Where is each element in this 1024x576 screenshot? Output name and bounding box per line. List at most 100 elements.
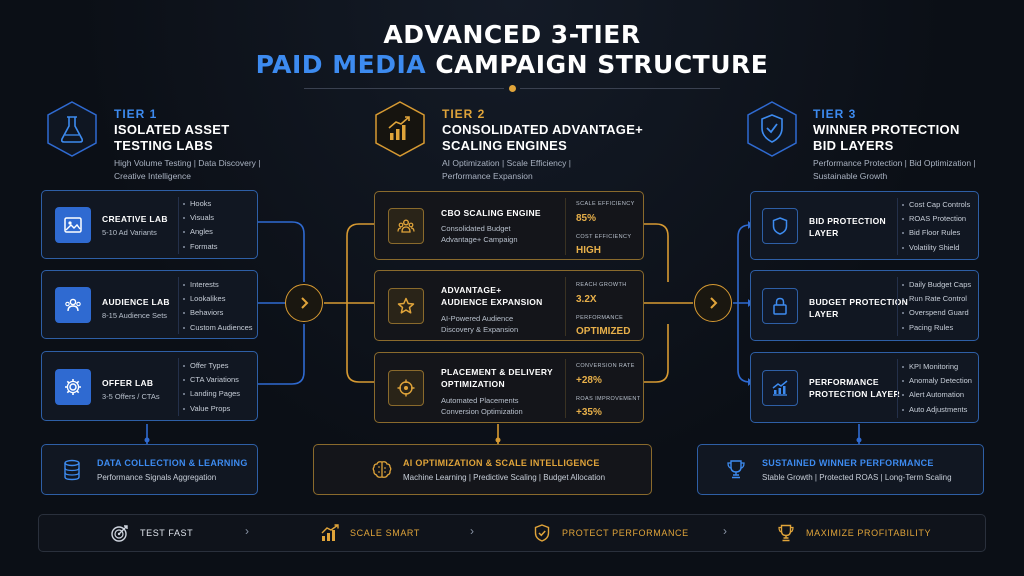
- metric-label: PERFORMANCE: [576, 315, 624, 321]
- audience-lab-card[interactable]: AUDIENCE LAB 8-15 Audience Sets Interest…: [41, 270, 258, 339]
- card-sub: Automated Placements: [441, 396, 519, 405]
- list-item: Daily Budget Caps: [902, 278, 971, 292]
- list-item: Angles: [183, 225, 218, 239]
- card-title: PERFORMANCE: [809, 377, 879, 387]
- list-item: CTA Variations: [183, 373, 240, 387]
- card-separator: [178, 277, 179, 334]
- trophy-icon: [778, 524, 794, 542]
- bid-protection-card[interactable]: BID PROTECTION LAYER Cost Cap Controls R…: [750, 191, 979, 260]
- hub-arrow-2: [694, 284, 732, 322]
- bottom-sub: Machine Learning | Predictive Scaling | …: [403, 473, 606, 482]
- bullet-list: Hooks Visuals Angles Formats: [183, 197, 218, 254]
- list-item: Pacing Rules: [902, 321, 971, 335]
- advantage-audience-expansion-card[interactable]: ADVANTAGE+ AUDIENCE EXPANSION AI-Powered…: [374, 270, 644, 341]
- card-title: PROTECTION LAYER: [809, 389, 900, 399]
- list-item: Custom Audiences: [183, 321, 253, 335]
- card-sub: Consolidated Budget: [441, 224, 511, 233]
- footer-item-maximize-profitability: MAXIMIZE PROFITABILITY: [776, 524, 931, 542]
- metric-label: REACH GROWTH: [576, 282, 627, 288]
- list-item: Alert Automation: [902, 388, 972, 402]
- growth-chart-icon: [375, 101, 425, 157]
- card-separator: [565, 198, 566, 255]
- tier1-name-line2: TESTING LABS: [114, 138, 213, 153]
- card-sub: 5-10 Ad Variants: [102, 228, 157, 237]
- cbo-scaling-engine-card[interactable]: CBO SCALING ENGINE Consolidated Budget A…: [374, 191, 644, 260]
- people-icon: [55, 287, 91, 323]
- footer-label: PROTECT PERFORMANCE: [562, 528, 689, 538]
- card-sub: AI-Powered Audience: [441, 314, 514, 323]
- footer-item-scale-smart: SCALE SMART: [320, 524, 420, 542]
- list-item: Interests: [183, 278, 253, 292]
- list-item: Cost Cap Controls: [902, 198, 970, 212]
- card-separator: [565, 359, 566, 418]
- card-separator: [178, 197, 179, 254]
- tier2-desc-line2: Performance Expansion: [442, 171, 533, 181]
- performance-protection-card[interactable]: PERFORMANCE PROTECTION LAYER KPI Monitor…: [750, 352, 979, 423]
- chevron-right-icon: ›: [723, 524, 727, 538]
- list-item: Auto Adjustments: [902, 403, 972, 417]
- chevron-right-icon: ›: [470, 524, 474, 538]
- brain-icon: [372, 461, 392, 478]
- footer-label: TEST FAST: [140, 528, 194, 538]
- list-item: Run Rate Control: [902, 292, 971, 306]
- creative-lab-card[interactable]: CREATIVE LAB 5-10 Ad Variants Hooks Visu…: [41, 190, 258, 259]
- metric-value: OPTIMIZED: [576, 326, 631, 337]
- tier3-desc-line1: Performance Protection | Bid Optimizatio…: [813, 158, 976, 168]
- list-item: Volatility Shield: [902, 241, 970, 255]
- list-item: Lookalikes: [183, 292, 253, 306]
- bullet-list: Offer Types CTA Variations Landing Pages…: [183, 359, 240, 416]
- list-item: Visuals: [183, 211, 218, 225]
- metric-value: 3.2X: [576, 294, 597, 305]
- bottom-title: DATA COLLECTION & LEARNING: [97, 458, 248, 468]
- tier2-name-line2: SCALING ENGINES: [442, 138, 568, 153]
- card-sub: 3-5 Offers / CTAs: [102, 392, 160, 401]
- gear-icon: [55, 369, 91, 405]
- list-item: KPI Monitoring: [902, 360, 972, 374]
- trophy-icon: [727, 460, 745, 479]
- placement-delivery-card[interactable]: PLACEMENT & DELIVERY OPTIMIZATION Automa…: [374, 352, 644, 423]
- footer-item-test-fast: TEST FAST: [110, 524, 193, 542]
- list-item: Bid Floor Rules: [902, 226, 970, 240]
- bottom-sub: Stable Growth | Protected ROAS | Long-Te…: [762, 473, 952, 482]
- list-item: Landing Pages: [183, 387, 240, 401]
- group-icon: [388, 208, 424, 244]
- bottom-title: AI OPTIMIZATION & SCALE INTELLIGENCE: [403, 458, 600, 468]
- shield-check-icon: [534, 524, 550, 542]
- bullet-list: Interests Lookalikes Behaviors Custom Au…: [183, 278, 253, 335]
- tier1-label: TIER 1: [114, 107, 158, 121]
- card-title: AUDIENCE EXPANSION: [441, 297, 543, 307]
- card-sub: Conversion Optimization: [441, 407, 523, 416]
- card-separator: [897, 277, 898, 336]
- card-title: LAYER: [809, 228, 839, 238]
- sustained-winner-box: SUSTAINED WINNER PERFORMANCE Stable Grow…: [697, 444, 984, 495]
- card-separator: [897, 198, 898, 255]
- card-title: PLACEMENT & DELIVERY: [441, 367, 553, 377]
- metric-value: 85%: [576, 213, 597, 224]
- metric-label: ROAS IMPROVEMENT: [576, 396, 641, 402]
- bullet-list: KPI Monitoring Anomaly Detection Alert A…: [902, 360, 972, 417]
- database-icon: [64, 459, 80, 481]
- flask-icon: [47, 101, 97, 157]
- card-sub: Discovery & Expansion: [441, 325, 519, 334]
- ai-optimization-box: AI OPTIMIZATION & SCALE INTELLIGENCE Mac…: [313, 444, 652, 495]
- metric-label: COST EFFICIENCY: [576, 234, 632, 240]
- card-separator: [178, 358, 179, 416]
- title-divider: [520, 88, 720, 89]
- chevron-right-icon: [710, 297, 718, 309]
- tier3-desc-line2: Sustainable Growth: [813, 171, 888, 181]
- tier3-name-line1: WINNER PROTECTION: [813, 122, 960, 137]
- card-title: BUDGET PROTECTION: [809, 297, 909, 307]
- chevron-right-icon: [301, 297, 309, 309]
- card-sub: Advantage+ Campaign: [441, 235, 518, 244]
- budget-protection-card[interactable]: BUDGET PROTECTION LAYER Daily Budget Cap…: [750, 270, 979, 341]
- offer-lab-card[interactable]: OFFER LAB 3-5 Offers / CTAs Offer Types …: [41, 351, 258, 421]
- bottom-title: SUSTAINED WINNER PERFORMANCE: [762, 458, 934, 468]
- bullet-list: Daily Budget Caps Run Rate Control Overs…: [902, 278, 971, 335]
- trend-up-icon: [762, 370, 798, 406]
- tier3-label: TIER 3: [813, 107, 857, 121]
- card-title: LAYER: [809, 309, 839, 319]
- metric-value: HIGH: [576, 245, 601, 256]
- tier1-desc-line1: High Volume Testing | Data Discovery |: [114, 158, 261, 168]
- bar-chart-icon: [321, 524, 339, 541]
